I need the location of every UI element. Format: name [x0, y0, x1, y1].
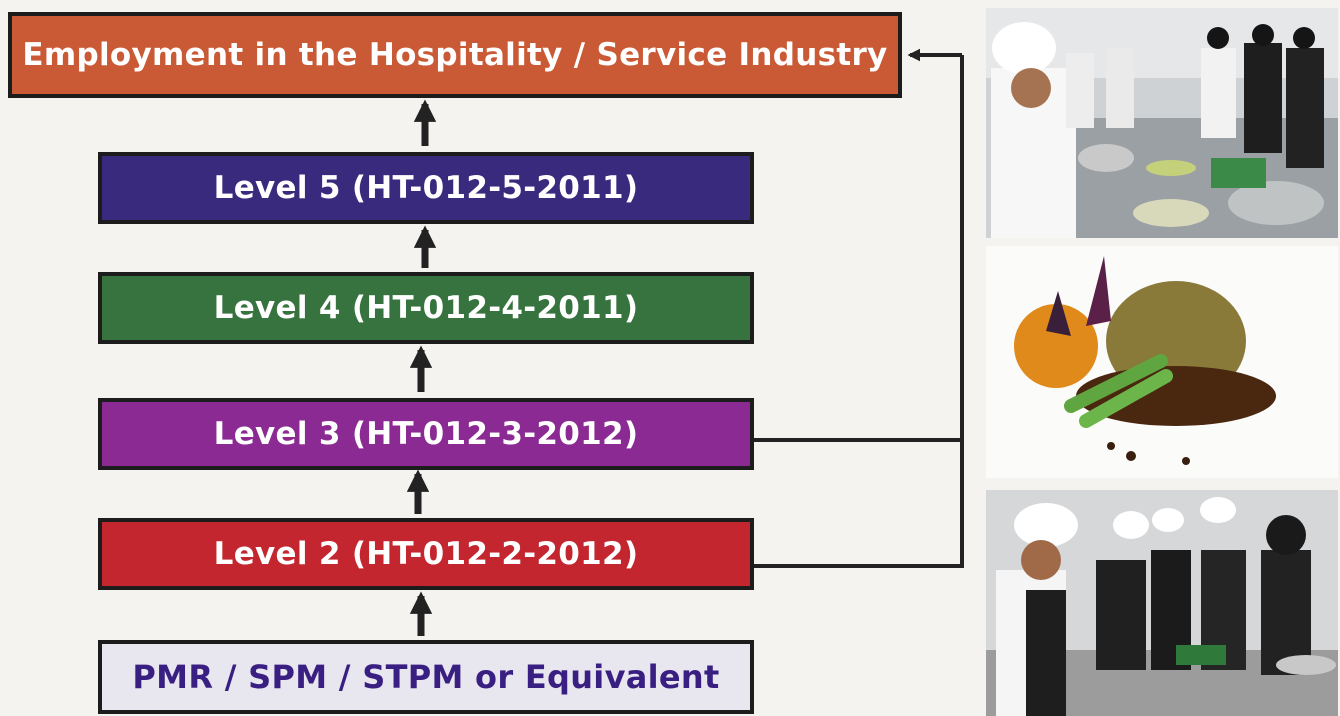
entry-requirement-label: PMR / SPM / STPM or Equivalent: [132, 658, 720, 696]
entry-requirement-box: PMR / SPM / STPM or Equivalent: [98, 640, 754, 714]
photo-students-cooking: [986, 490, 1338, 716]
level-3-box: Level 3 (HT-012-3-2012): [98, 398, 754, 470]
bypass-line-level2: [754, 55, 964, 568]
level-2-box: Level 2 (HT-012-2-2012): [98, 518, 754, 590]
employment-box: Employment in the Hospitality / Service …: [8, 12, 902, 98]
photo-kitchen-class: [986, 8, 1338, 238]
level-5-box: Level 5 (HT-012-5-2011): [98, 152, 754, 224]
level-4-label: Level 4 (HT-012-4-2011): [213, 290, 639, 326]
employment-label: Employment in the Hospitality / Service …: [22, 37, 888, 73]
level-2-label: Level 2 (HT-012-2-2012): [213, 536, 639, 572]
photo-plated-dish: [986, 246, 1338, 478]
level-3-label: Level 3 (HT-012-3-2012): [213, 416, 639, 452]
level-4-box: Level 4 (HT-012-4-2011): [98, 272, 754, 344]
level-5-label: Level 5 (HT-012-5-2011): [213, 170, 639, 206]
